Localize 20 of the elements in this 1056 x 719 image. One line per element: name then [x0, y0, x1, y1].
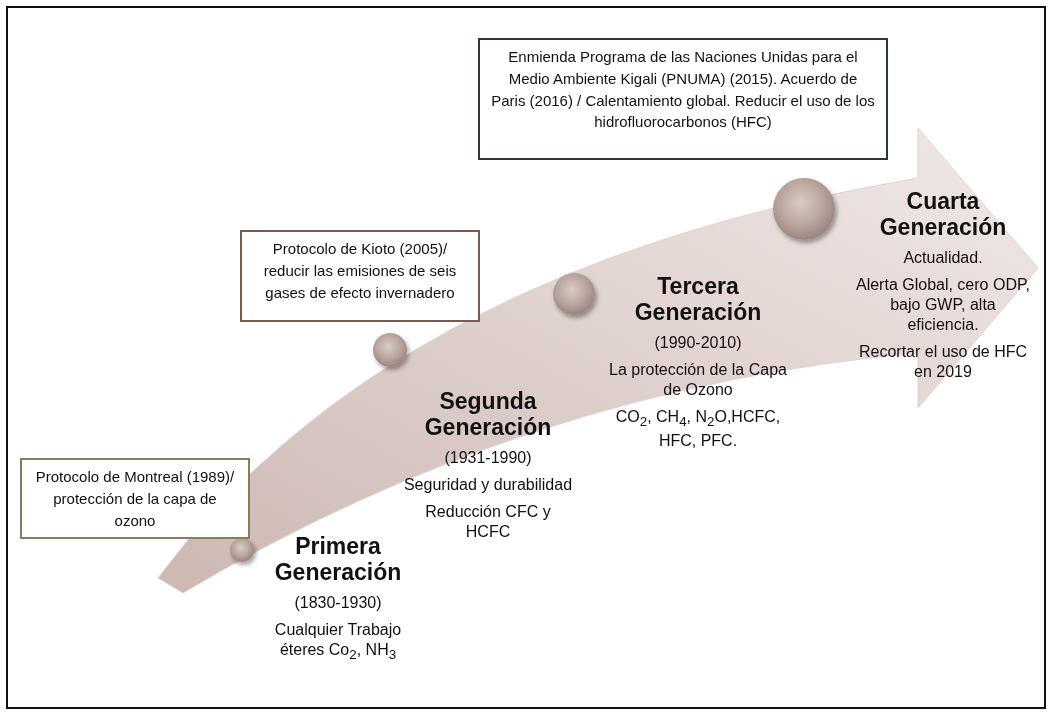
generation-heading: Tercera Generación [633, 273, 763, 326]
generation-heading: Primera Generación [273, 533, 403, 586]
generation-text: (1990-2010) [653, 332, 743, 353]
generation-text: Cualquier Trabajo éteres Co$_{2}$, NH$_{3}$ [273, 619, 403, 664]
generation-text: Recortar el uso de HFC en 2019 [857, 341, 1029, 382]
generation-heading: Segunda Generación [423, 388, 553, 441]
generation-text: Alerta Global, cero ODP, bajo GWP, alta eficiencia. [855, 274, 1031, 335]
generation-text: (1830-1930) [293, 592, 383, 613]
generation-text: Actualidad. [902, 247, 984, 268]
text-box: Protocolo de Montreal (1989)/ protección de la capa de ozono [20, 458, 250, 540]
generation-text: Reducción CFC y HCFC [424, 501, 552, 542]
generation-text: Seguridad y durabilidad [403, 474, 573, 495]
generation-text: La protección de la Capa de Ozono [608, 359, 788, 400]
timeline-dot [373, 333, 407, 367]
text-box: Enmienda Programa de las Naciones Unidas para el Medio Ambiente Kigali (PNUMA) (2015). Acuerdo de Paris (2016) / Calentamiento global. Reducir el uso de los hidrofluorocarbonos (HFC) [478, 38, 888, 160]
timeline-dot [773, 178, 835, 240]
generation-text: CO$_{2}$, CH$_{4}$, N$_{2}$O,HCFC, HFC, PFC. [614, 406, 782, 451]
generation-heading: Cuarta Generación [878, 188, 1008, 241]
text-box: Protocolo de Kioto (2005)/ reducir las emisiones de seis gases de efecto invernadero [240, 230, 480, 322]
generation-text: (1931-1990) [443, 447, 533, 468]
